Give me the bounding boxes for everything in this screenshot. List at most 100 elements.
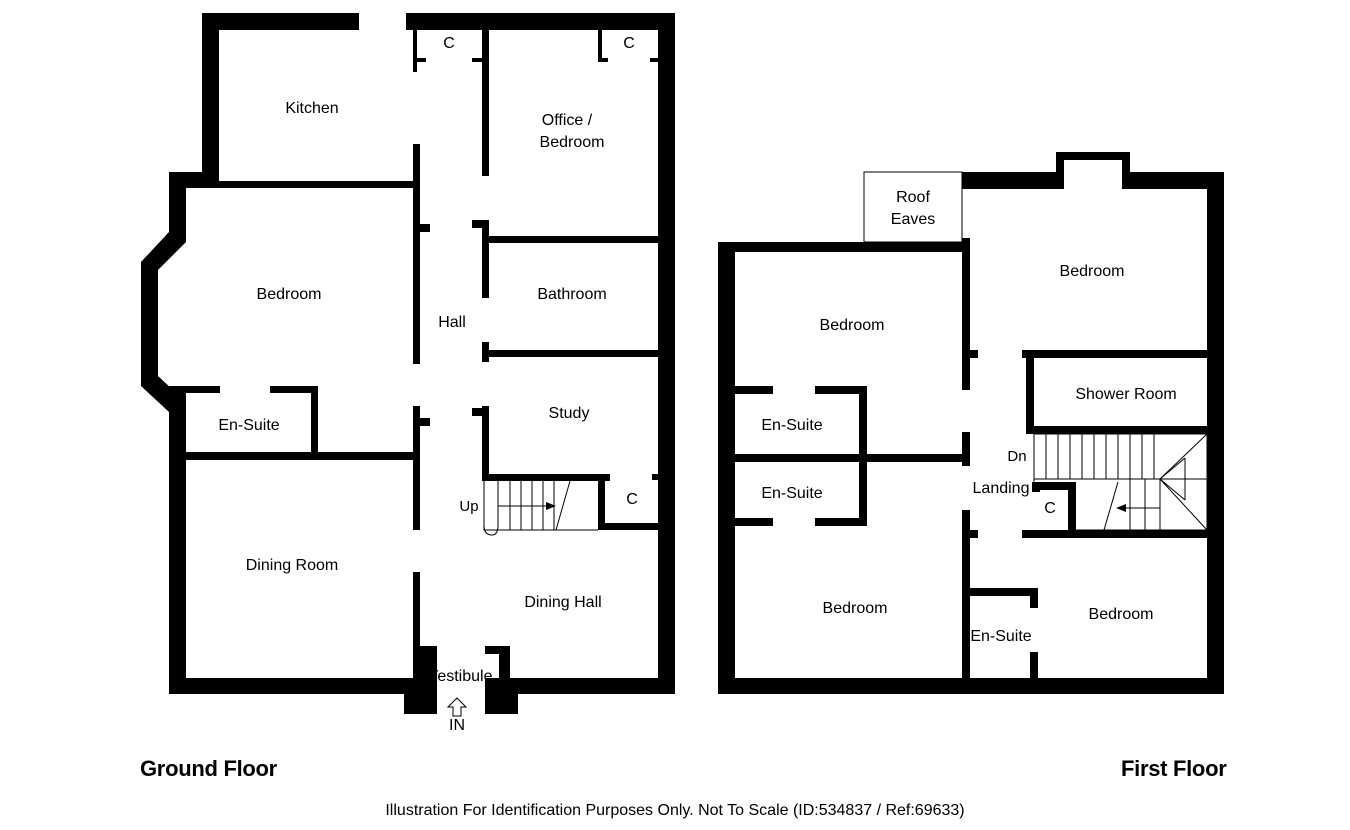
ff-chimney-right [1122, 152, 1130, 189]
ff-label-en-suite-1: En-Suite [761, 417, 822, 434]
gf-wall-top-left [202, 13, 359, 30]
ff-label-shower-room: Shower Room [1075, 386, 1176, 403]
ff-roof-eaves-box [863, 171, 963, 243]
gf-hall-right-4 [482, 406, 489, 480]
ff-label-roof-1: Roof [896, 189, 930, 206]
ff-ensuite1-top-2 [815, 386, 867, 394]
gf-label-closet-3: C [626, 491, 638, 508]
gf-wall-kitchen-left [202, 13, 219, 188]
disclaimer-text: Illustration For Identification Purposes… [385, 802, 965, 819]
gf-hall-left-3 [413, 572, 420, 678]
gf-hall-right-2 [482, 220, 489, 298]
gf-right-nub-1 [472, 220, 489, 228]
ff-label-en-suite-2: En-Suite [761, 485, 822, 502]
gf-label-study: Study [549, 405, 590, 422]
ff-label-en-suite-3: En-Suite [970, 628, 1031, 645]
gf-label-up: Up [459, 498, 478, 515]
ff-chimney-left [1056, 152, 1064, 189]
gf-label-closet-2: C [623, 35, 635, 52]
gf-ensuite-top-1 [186, 386, 220, 393]
ff-wall-top-2 [1122, 172, 1224, 189]
ff-closet-right [1068, 482, 1076, 534]
gf-label-closet-1: C [443, 35, 455, 52]
gf-step-right [485, 690, 518, 714]
ff-wall-right [1207, 172, 1224, 694]
ff-label-bedroom-top-right: Bedroom [1060, 263, 1125, 280]
ff-wall-left [718, 242, 735, 694]
entrance-arrow-icon [446, 697, 468, 717]
gf-vestibule-left [420, 646, 437, 694]
ff-shower-bottom [1026, 426, 1207, 434]
gf-label-dining-hall: Dining Hall [524, 594, 601, 611]
ff-landing-left-2 [962, 432, 970, 466]
gf-study-bottom [482, 474, 610, 481]
gf-wall-right [658, 13, 675, 694]
ff-label-bedroom-bottom-right: Bedroom [1089, 606, 1154, 623]
gf-closet1-bottom-r [472, 58, 486, 62]
ff-label-bedroom-bottom-left: Bedroom [823, 600, 888, 617]
gf-wall-left-upper [169, 172, 186, 242]
ff-label-bedroom-top-left: Bedroom [820, 317, 885, 334]
first-floor-plan: Roof Eaves Bedroom Bedroom Shower Room E… [718, 152, 1224, 694]
ff-closet-nub [1032, 482, 1040, 492]
gf-vestibule-top-r [485, 646, 510, 654]
ff-wall-top-1 [962, 172, 1062, 189]
first-floor-title: First Floor [1121, 756, 1227, 781]
gf-closet-left [598, 474, 605, 530]
gf-vestibule-right [499, 646, 510, 694]
ff-bedroom-br-top [1022, 530, 1207, 538]
ff-ensuite3-right-1 [1030, 588, 1038, 608]
ff-ensuite3-right-2 [1030, 652, 1038, 678]
gf-label-dining-room: Dining Room [246, 557, 338, 574]
ff-wall-bottom [718, 678, 1224, 694]
gf-ensuite-top-2 [270, 386, 318, 393]
gf-office-bottom [482, 236, 658, 243]
gf-right-nub-2 [472, 408, 489, 416]
gf-label-office-2: Bedroom [540, 134, 605, 151]
gf-label-entrance: IN [449, 717, 465, 734]
gf-label-en-suite: En-Suite [218, 417, 279, 434]
gf-closet1-bottom-l [413, 58, 426, 62]
gf-wall-left-lower [169, 386, 186, 694]
gf-label-hall: Hall [438, 314, 466, 331]
ff-ensuite3-top [970, 588, 1038, 596]
gf-closet-bottom [598, 523, 658, 530]
gf-wall-bottom-left [169, 678, 437, 694]
gf-closet1-left [413, 30, 417, 72]
ff-label-down: Dn [1007, 448, 1026, 465]
gf-vestibule-top-l [420, 646, 437, 654]
ff-shower-left [1026, 350, 1034, 434]
ground-floor-title: Ground Floor [140, 756, 277, 781]
ff-wall-left-top [718, 242, 968, 252]
ff-ensuite2-bottom-2 [815, 518, 867, 526]
ground-floor-plan: Kitchen C C Office / Bedroom Bedroom Hal… [141, 13, 675, 734]
ff-ensuite1-top-1 [735, 386, 773, 394]
gf-wall-bottom-right [485, 678, 675, 694]
gf-label-vestibule: Vestibule [428, 668, 493, 685]
ff-label-landing: Landing [973, 480, 1030, 497]
ff-ensuite2-bottom-1 [735, 518, 773, 526]
gf-bathroom-bottom [482, 350, 658, 357]
gf-hall-left-1 [413, 144, 420, 364]
gf-label-bedroom: Bedroom [257, 286, 322, 303]
ff-stairs [1033, 433, 1208, 531]
gf-closet2-bottom-r [650, 58, 658, 62]
gf-kitchen-bottom [186, 181, 419, 188]
gf-hall-nub-1 [413, 224, 430, 232]
gf-step-left [404, 690, 437, 714]
gf-hall-nub-2 [413, 418, 430, 426]
ff-bedroom-tr-bottom [1022, 350, 1207, 358]
gf-label-bathroom: Bathroom [537, 286, 606, 303]
gf-hall-left-2 [413, 406, 420, 530]
gf-wall-bay-window [141, 232, 186, 412]
gf-label-kitchen: Kitchen [285, 100, 338, 117]
ff-landing-left-3 [962, 510, 970, 678]
gf-ensuite-right [311, 386, 318, 454]
gf-wall-top-right [406, 13, 675, 30]
gf-hall-right-1 [482, 30, 489, 176]
gf-closet2-left [598, 30, 602, 62]
gf-label-office-1: Office / [542, 112, 593, 129]
ff-closet-top [1032, 482, 1076, 490]
ff-ensuite-mid [735, 454, 970, 462]
